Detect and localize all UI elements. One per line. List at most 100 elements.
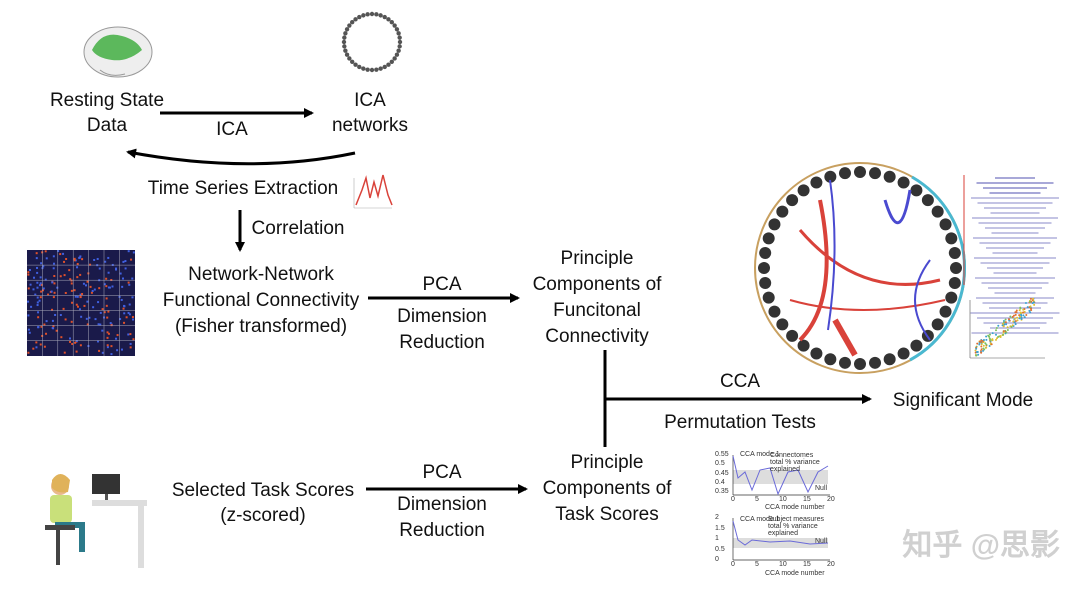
node-fc-line: Network-Network: [188, 264, 334, 285]
scatter-point: [997, 324, 1000, 327]
scatter-point: [977, 353, 980, 356]
scatter-point: [1026, 306, 1029, 309]
brain-slice-icon: [945, 232, 958, 245]
scatter-point: [985, 338, 988, 341]
brain-slice-icon: [810, 347, 823, 360]
x-tick-label: 20: [827, 561, 835, 568]
node-resting-state-line: Resting State: [49, 90, 165, 111]
scatter-point: [1002, 330, 1005, 333]
scatter-point: [1012, 314, 1015, 317]
scatter-point: [1032, 297, 1035, 300]
scatter-point: [978, 340, 981, 343]
ring-node: [394, 27, 400, 32]
y-tick-label: 0.55: [715, 451, 729, 458]
scatter-point: [1009, 315, 1012, 318]
ring-node: [353, 62, 358, 67]
scatter-point: [974, 349, 977, 352]
chart-top-mode-label: CCA mode 1: [740, 451, 780, 458]
brain-slice-icon: [797, 184, 810, 197]
pca-label: Reduction: [399, 332, 485, 353]
scatter-point: [975, 354, 978, 357]
ring-node: [342, 35, 347, 40]
ring-node: [389, 59, 394, 64]
x-tick-label: 15: [803, 561, 811, 568]
node-task-scores: Selected Task Scores(z-scored): [172, 478, 354, 528]
scatter-point: [1004, 321, 1007, 324]
connectivity-matrix-image: [27, 250, 135, 356]
scatter-point: [1018, 309, 1021, 312]
brain-slice-icon: [948, 277, 961, 290]
ica-network-ring-icon: [341, 11, 403, 73]
x-tick-label: 0: [731, 561, 735, 568]
scatter-point: [987, 334, 990, 337]
brain-slice-icon: [869, 167, 882, 180]
scatter-point: [1011, 315, 1014, 318]
ring-node: [350, 59, 355, 64]
chart-bottom-mode-label: CCA mode 1: [740, 516, 780, 523]
ring-node: [344, 27, 350, 32]
scatter-point: [1005, 331, 1008, 334]
scatter-point: [995, 337, 998, 340]
scatter-point: [988, 337, 991, 340]
scatter-point: [985, 346, 988, 349]
scatter-point: [990, 343, 993, 346]
cca-mode-text-panel: [963, 175, 1060, 334]
scatter-point: [1015, 309, 1018, 312]
scatter-point: [1028, 309, 1031, 312]
ring-node: [347, 23, 352, 28]
scatter-point: [985, 335, 988, 338]
brain-slice-icon: [939, 305, 952, 318]
ring-node: [382, 64, 387, 70]
node-pc-fc-line: Components of: [532, 274, 662, 295]
cca-scatter-plot: [969, 297, 1045, 359]
brain-slice-icon: [797, 339, 810, 352]
x-tick-label: 10: [779, 561, 787, 568]
ring-node: [365, 12, 370, 17]
node-pc-fc-line: Connectivity: [545, 326, 649, 347]
y-tick-label: 0.5: [715, 545, 725, 553]
scatter-point: [975, 347, 978, 350]
pca-label: Dimension: [397, 494, 487, 515]
chart-bottom-xlabel: CCA mode number: [765, 570, 825, 577]
brain-slice-icon: [931, 318, 944, 331]
ring-node: [361, 66, 366, 71]
brain-slice-icon: [883, 170, 896, 183]
ring-node: [396, 48, 401, 53]
scatter-point: [982, 349, 985, 352]
scatter-point: [1019, 307, 1022, 310]
scatter-point: [1016, 319, 1019, 322]
scatter-point: [976, 342, 979, 345]
ring-node: [378, 66, 383, 71]
scatter-point: [1002, 331, 1005, 334]
edge-label-cca: CCA: [719, 371, 761, 392]
ring-node: [353, 17, 358, 22]
ring-node: [369, 67, 375, 73]
pca-label: Dimension: [397, 306, 487, 327]
node-pc-task-line: Task Scores: [555, 504, 659, 525]
node-ica-line: networks: [331, 115, 409, 136]
y-tick-label: 1.5: [715, 524, 725, 532]
time-series-thumbnail: [353, 174, 393, 209]
brain-slice-icon: [883, 353, 896, 366]
scatter-point: [982, 339, 985, 342]
brain-slice-icon: [897, 347, 910, 360]
scatter-point: [989, 339, 992, 342]
scatter-point: [980, 343, 983, 346]
scatter-point: [1029, 311, 1032, 314]
scatter-point: [1002, 333, 1005, 336]
scatter-point: [978, 343, 981, 346]
scatter-point: [1022, 314, 1025, 317]
scatter-point: [995, 326, 998, 329]
brain-slice-icon: [786, 329, 799, 342]
edge-label-permutation: Permutation Tests: [664, 412, 816, 433]
brain-slice-icon: [824, 353, 837, 366]
brain-slice-icon: [950, 262, 962, 274]
node-task-line: Selected Task Scores: [171, 480, 355, 501]
brain-slice-icon: [910, 339, 923, 352]
node-fc-line: Functional Connectivity: [162, 290, 360, 311]
ring-node: [369, 11, 375, 17]
y-tick-label: 0.4: [715, 478, 725, 486]
brain-slice-icon: [776, 318, 789, 331]
scatter-point: [991, 332, 994, 335]
